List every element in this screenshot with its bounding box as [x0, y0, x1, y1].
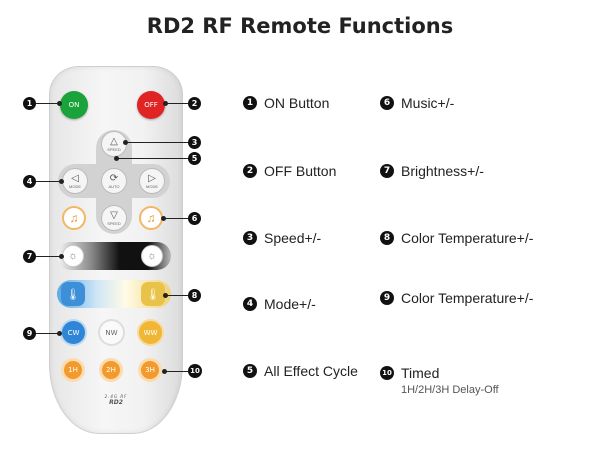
leader-line: [165, 295, 188, 296]
legend-item-mode: 4 Mode+/-: [243, 296, 316, 312]
leader-line: [116, 158, 188, 159]
legend-item-color-temp-2: 9 Color Temperature+/-: [380, 290, 533, 306]
leader-line: [36, 333, 60, 334]
legend-item-brightness: 7 Brightness+/-: [380, 163, 484, 179]
music-plus-button[interactable]: ♫: [139, 206, 163, 230]
marker-10: 10: [188, 364, 202, 378]
thermometer-icon: 🌡: [146, 288, 160, 301]
color-temp-warm-button[interactable]: 🌡: [141, 282, 165, 306]
leader-line: [163, 218, 188, 219]
marker-4: 4: [23, 175, 36, 188]
legend-item-on-button: 1 ON Button: [243, 95, 329, 111]
mode-next-button[interactable]: ▷ MODE: [139, 168, 165, 194]
leader-line: [165, 103, 188, 104]
music-minus-button[interactable]: ♫: [62, 206, 86, 230]
leader-line: [36, 256, 62, 257]
leader-dot: [123, 140, 128, 145]
marker-7: 7: [23, 250, 36, 263]
leader-dot: [161, 216, 166, 221]
sun-icon: ☼: [67, 250, 79, 262]
marker-3: 3: [188, 136, 201, 149]
marker-5: 5: [188, 152, 201, 165]
triangle-up-icon: △: [110, 135, 118, 147]
music-note-icon: ♫: [69, 211, 79, 225]
timer-3h-button[interactable]: 3H: [138, 358, 162, 382]
timer-2h-button[interactable]: 2H: [99, 358, 123, 382]
triangle-right-icon: ▷: [148, 172, 156, 184]
leader-dot: [163, 101, 168, 106]
leader-line: [36, 181, 62, 182]
legend-item-color-temp-1: 8 Color Temperature+/-: [380, 230, 533, 246]
timer-1h-button[interactable]: 1H: [61, 358, 85, 382]
sun-icon: ☼: [146, 250, 158, 262]
leader-dot: [114, 156, 119, 161]
leader-dot: [59, 254, 64, 259]
brightness-up-button[interactable]: ☼: [141, 245, 163, 267]
triangle-left-icon: ◁: [71, 172, 79, 184]
marker-9: 9: [23, 327, 36, 340]
leader-dot: [57, 331, 62, 336]
on-button[interactable]: ON: [60, 91, 88, 119]
legend-item-off-button: 2 OFF Button: [243, 163, 336, 179]
marker-8: 8: [188, 289, 201, 302]
marker-1: 1: [23, 97, 36, 110]
nw-button[interactable]: NW: [98, 319, 125, 346]
leader-dot: [57, 101, 62, 106]
thermometer-icon: 🌡: [66, 288, 80, 301]
triangle-down-icon: ▽: [110, 209, 118, 221]
cw-button[interactable]: CW: [60, 319, 87, 346]
auto-cycle-button[interactable]: ⟳ AUTO: [101, 168, 127, 194]
leader-dot: [59, 179, 64, 184]
legend-timed-subtext: 1H/2H/3H Delay-Off: [401, 384, 499, 396]
brightness-down-button[interactable]: ☼: [62, 245, 84, 267]
leader-line: [36, 103, 60, 104]
legend-item-effect-cycle: 5 All Effect Cycle: [243, 363, 358, 379]
color-temp-cool-button[interactable]: 🌡: [61, 282, 85, 306]
legend-item-music: 6 Music+/-: [380, 95, 454, 111]
leader-line: [164, 371, 188, 372]
ww-button[interactable]: WW: [137, 319, 164, 346]
speed-down-button[interactable]: ▽ SPEED: [101, 205, 127, 231]
page-title: RD2 RF Remote Functions: [146, 14, 454, 38]
remote-brand-label: 2.4G RF RD2: [104, 394, 128, 406]
marker-6: 6: [188, 212, 201, 225]
legend-item-timed: 10 Timed: [380, 365, 439, 381]
leader-dot: [163, 293, 168, 298]
marker-2: 2: [188, 97, 201, 110]
cycle-icon: ⟳: [109, 172, 119, 184]
off-button[interactable]: OFF: [137, 91, 165, 119]
legend-item-speed: 3 Speed+/-: [243, 230, 321, 246]
leader-line: [125, 142, 188, 143]
leader-dot: [162, 369, 167, 374]
mode-prev-button[interactable]: ◁ MODE: [62, 168, 88, 194]
music-note-icon: ♫: [146, 211, 156, 225]
